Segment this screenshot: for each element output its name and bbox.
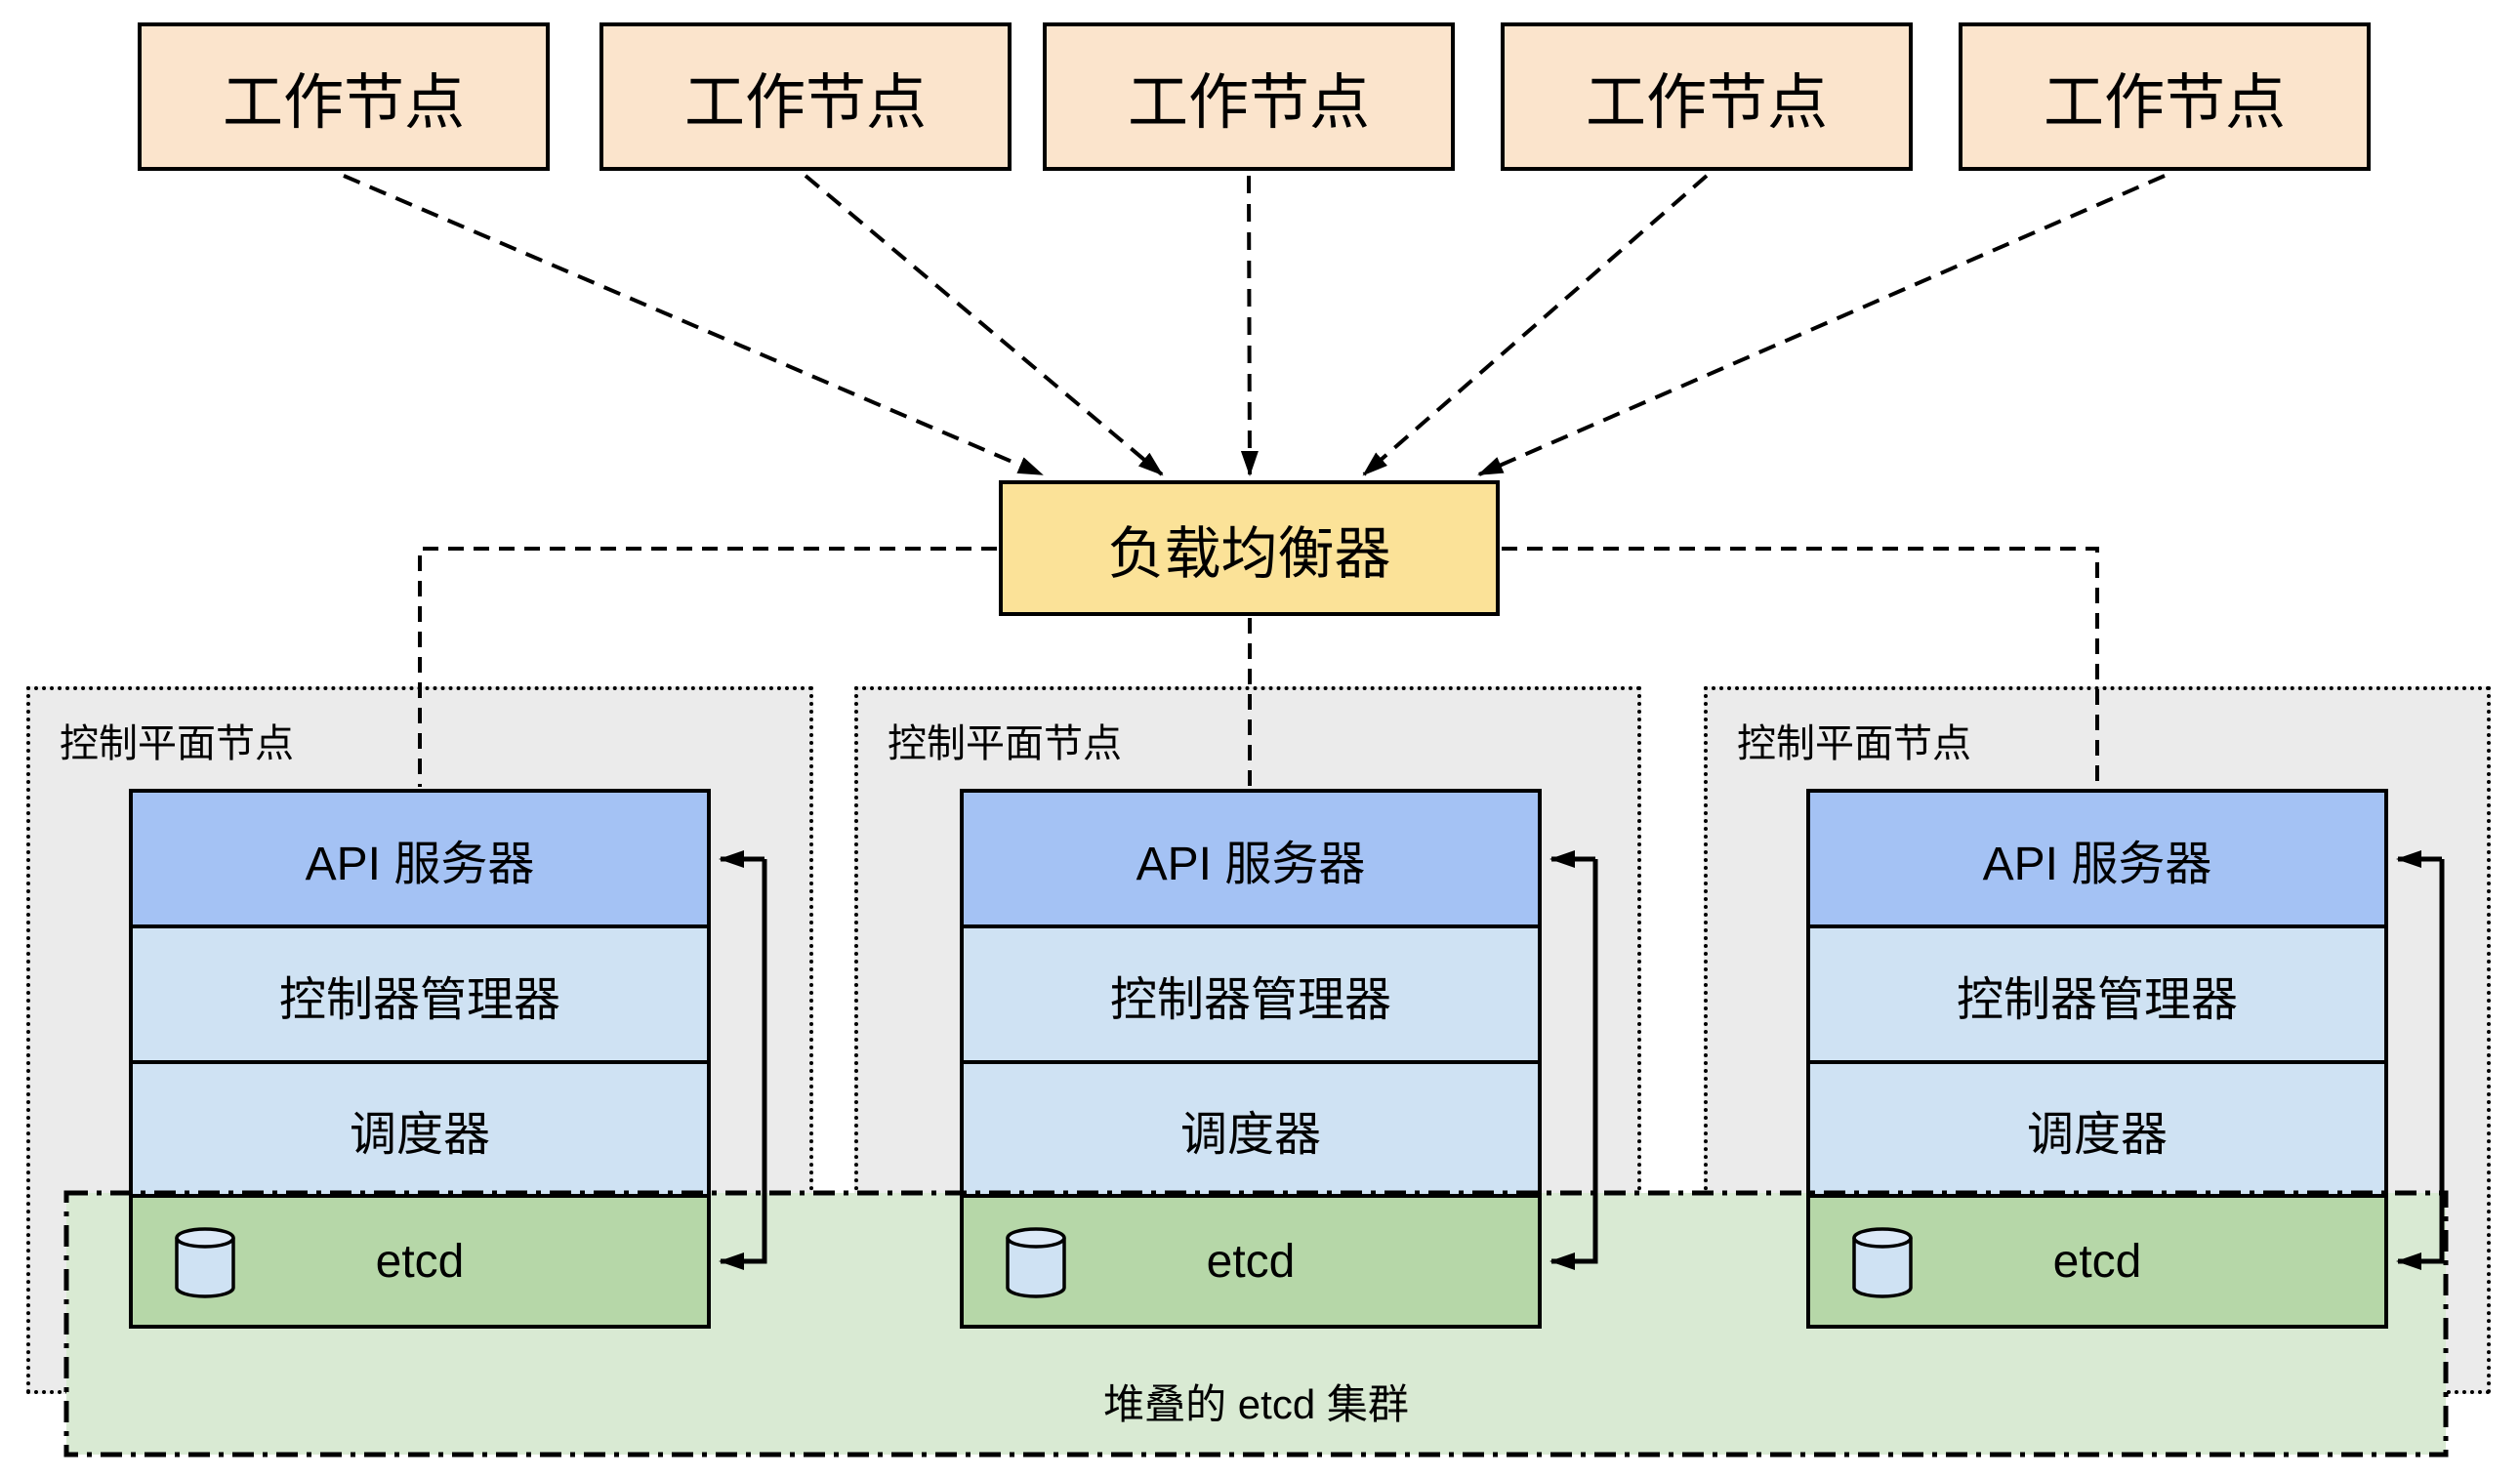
control-plane-stack: API 服务器 控制器管理器 调度器 etcd [960,789,1542,1329]
control-plane-stack: API 服务器 控制器管理器 调度器 etcd [129,789,711,1329]
worker-to-lb-arrow [1362,174,1709,476]
api-server-box: API 服务器 [133,793,707,924]
scheduler-label: 调度器 [349,1108,490,1161]
worker-to-lb-arrow [343,174,1044,476]
worker-node-box: 工作节点 [1043,22,1455,171]
controller-manager-box: 控制器管理器 [1810,924,2384,1060]
etcd-label: etcd [2052,1235,2142,1288]
api-server-box: API 服务器 [964,793,1538,924]
worker-node-box: 工作节点 [1501,22,1913,171]
load-balancer-label: 负载均衡器 [1107,521,1391,586]
controller-manager-label: 控制器管理器 [1956,973,2238,1026]
scheduler-box: 调度器 [964,1060,1538,1194]
worker-to-lb-arrows [343,174,2166,476]
control-plane-node-label: 控制平面节点 [888,722,1122,765]
controller-manager-box: 控制器管理器 [133,924,707,1060]
api-server-label: API 服务器 [1982,838,2212,890]
worker-to-lb-arrow [1240,175,1259,476]
database-cylinder-icon [1852,1227,1913,1298]
worker-node-box: 工作节点 [138,22,550,171]
control-plane-stack: API 服务器 控制器管理器 调度器 etcd [1806,789,2388,1329]
api-server-label: API 服务器 [1136,838,1366,890]
scheduler-box: 调度器 [133,1060,707,1194]
database-cylinder-icon [175,1227,235,1298]
scheduler-box: 调度器 [1810,1060,2384,1194]
controller-manager-label: 控制器管理器 [278,973,560,1026]
controller-manager-label: 控制器管理器 [1109,973,1391,1026]
etcd-box: etcd [133,1194,707,1325]
worker-to-lb-arrow [1477,174,2166,476]
stacked-etcd-cluster-label: 堆叠的 etcd 集群 [1103,1381,1409,1427]
api-server-box: API 服务器 [1810,793,2384,924]
database-cylinder-icon [1006,1227,1066,1298]
etcd-box: etcd [964,1194,1538,1325]
control-plane-node-label: 控制平面节点 [60,722,294,765]
scheduler-label: 调度器 [1179,1108,1321,1161]
scheduler-label: 调度器 [2026,1108,2168,1161]
worker-node-box: 工作节点 [1959,22,2371,171]
control-plane-node-label: 控制平面节点 [1737,722,1971,765]
worker-node-label: 工作节点 [2043,69,2286,137]
load-balancer-box: 负载均衡器 [999,480,1500,616]
worker-node-box: 工作节点 [599,22,1012,171]
api-server-label: API 服务器 [305,838,535,890]
worker-node-label: 工作节点 [683,69,927,137]
etcd-label: etcd [375,1235,465,1288]
etcd-box: etcd [1810,1194,2384,1325]
worker-node-label: 工作节点 [222,69,465,137]
worker-node-label: 工作节点 [1127,69,1370,137]
worker-to-lb-arrow [804,174,1164,476]
controller-manager-box: 控制器管理器 [964,924,1538,1060]
etcd-label: etcd [1206,1235,1296,1288]
worker-node-label: 工作节点 [1585,69,1828,137]
